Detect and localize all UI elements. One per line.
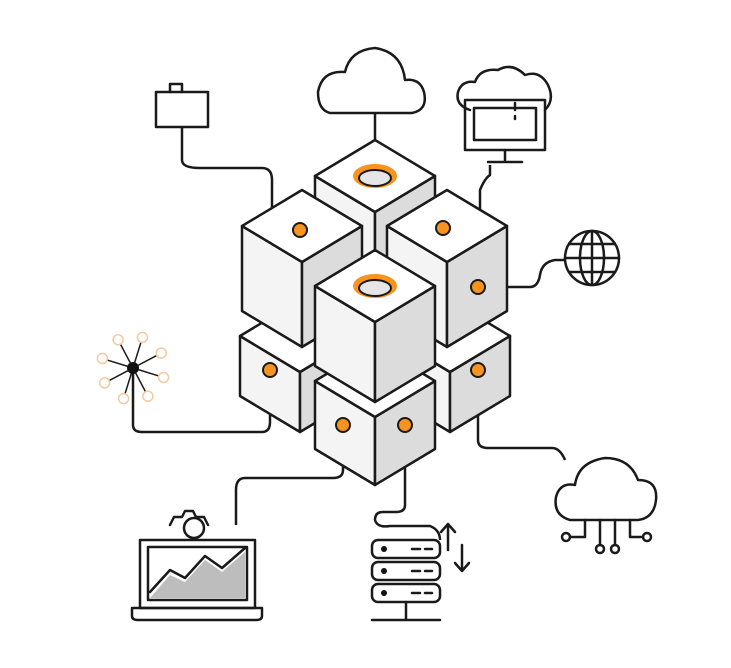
wire-cloud-network [476,370,567,461]
cloud-icon [316,46,426,115]
cloud-network-icon [554,456,658,555]
cube-top-front [313,248,437,404]
briefcase-icon [154,82,210,129]
wire-briefcase [180,127,274,212]
cube-cluster [238,138,512,487]
connection-dot [397,417,413,433]
wire-node [131,370,272,434]
wire-globe [478,258,565,289]
wire-monitor [478,165,492,212]
connection-dot [435,220,451,236]
globe-icon [563,229,621,287]
connection-dot [470,362,486,378]
connection-dot [335,417,351,433]
network-node-icon [96,331,170,405]
server-transfer-icon [370,522,471,622]
wire-laptop [234,425,345,525]
connection-dot [292,222,308,238]
connection-dot [470,279,486,295]
connection-dot [262,362,278,378]
connection-points [262,220,486,433]
cloud-monitor-icon [456,65,553,164]
laptop-analytics-icon [130,509,264,622]
wire-server [373,425,442,541]
